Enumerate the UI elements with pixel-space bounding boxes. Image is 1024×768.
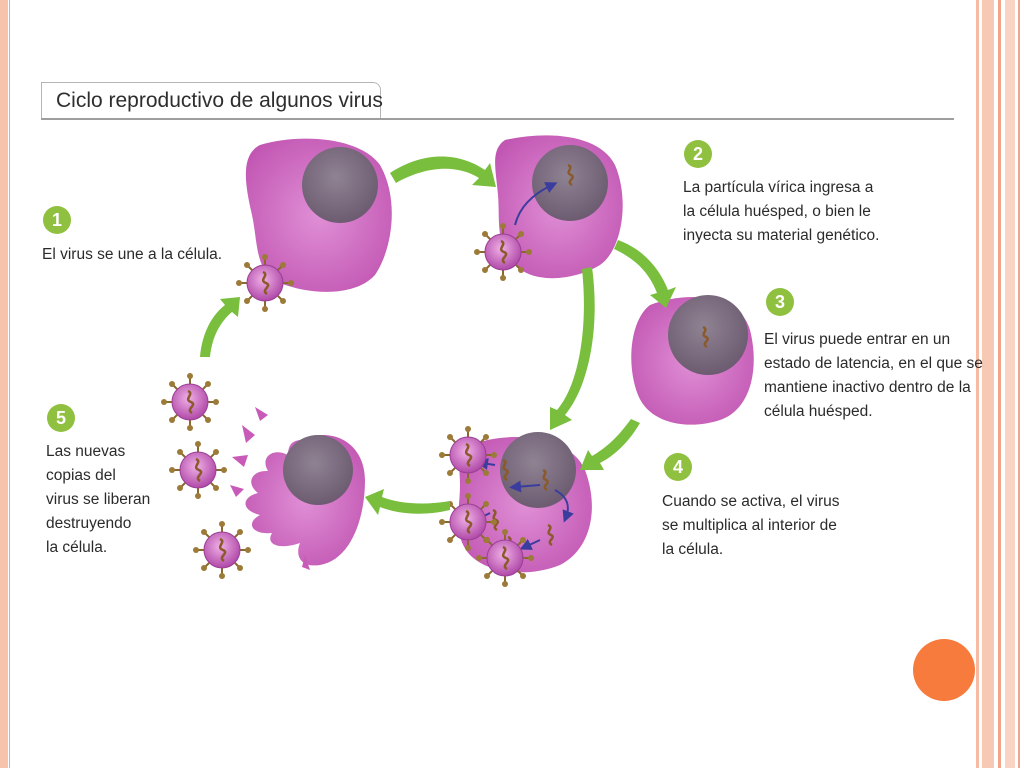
title-divider [41, 118, 954, 120]
arrow-4-to-5 [365, 489, 450, 515]
step-5-text: Las nuevas copias del virus se liberan d… [46, 443, 151, 556]
cell-stage-3 [631, 295, 754, 425]
virus-cycle-illustration [160, 135, 754, 589]
step-4-badge: 4 [664, 453, 692, 481]
step-1-text: El virus se une a la célula. [42, 246, 223, 263]
step-5-badge: 5 [47, 404, 75, 432]
step-2-badge: 2 [684, 140, 712, 168]
page-title: Ciclo reproductivo de algunos virus [56, 89, 383, 112]
cycle-arrows [200, 156, 676, 515]
title-tab [41, 82, 381, 119]
cell-stage-4 [458, 432, 592, 573]
cell-stage-1 [245, 138, 392, 292]
step-3-text: El virus puede entrar en un estado de la… [764, 331, 983, 420]
cell-stage-2 [495, 135, 623, 279]
arrow-5-to-1 [200, 297, 240, 357]
step-1-badge: 1 [43, 206, 71, 234]
slide-left-border-line [9, 0, 10, 768]
slide-right-decoration [976, 0, 1024, 768]
arrow-1-to-2 [390, 156, 496, 187]
arrow-2-to-3 [614, 240, 676, 308]
slide-left-border [0, 0, 8, 768]
decorative-orange-circle [913, 639, 975, 701]
released-viruses [160, 371, 253, 581]
step-3-badge: 3 [766, 288, 794, 316]
step-4-text: Cuando se activa, el virus se multiplica… [662, 493, 840, 558]
arrow-3-to-4 [580, 419, 640, 470]
arrow-2-to-4 [550, 267, 595, 430]
cell-stage-5-lysis [230, 407, 365, 570]
step-2-text: La partícula vírica ingresa a la célula … [683, 179, 880, 244]
